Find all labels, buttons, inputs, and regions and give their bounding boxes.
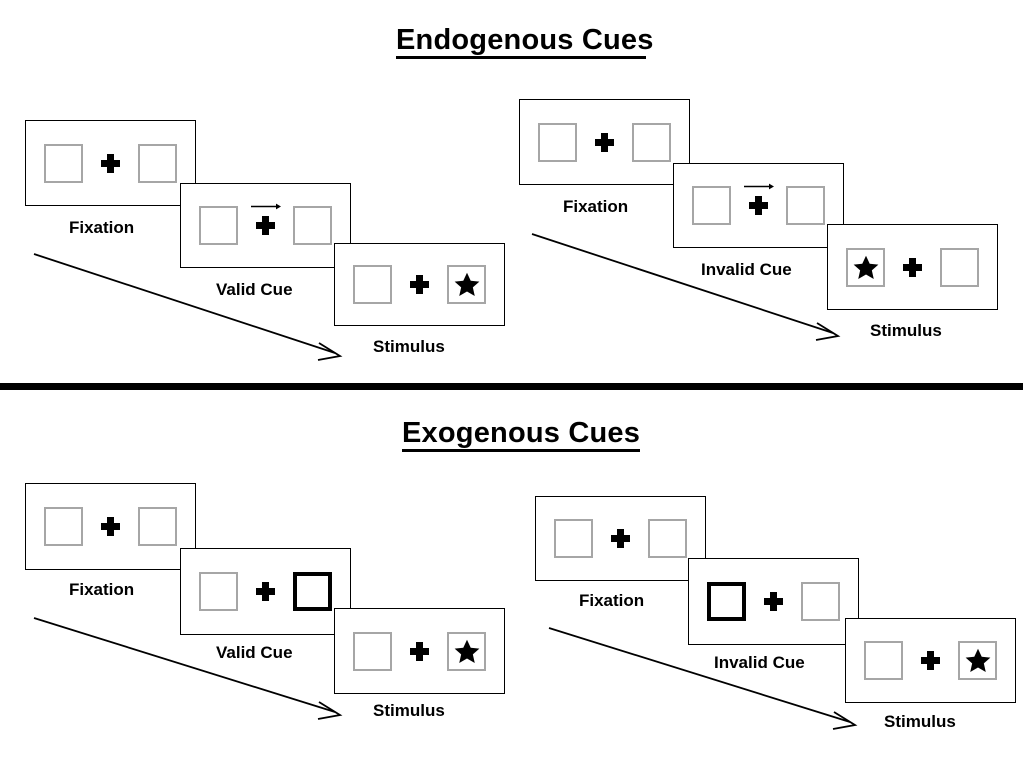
left-target-box-highlighted xyxy=(707,582,746,621)
frame-exogenous-valid-stimulus[interactable] xyxy=(334,608,505,694)
frame-endogenous-invalid-cue[interactable] xyxy=(673,163,844,248)
right-target-box xyxy=(293,206,332,245)
caption-exogenous-valid-stimulus: Stimulus xyxy=(373,701,445,720)
fixation-cross-icon xyxy=(256,582,275,601)
left-target-box xyxy=(353,631,392,671)
left-target-box xyxy=(554,519,593,558)
star-icon xyxy=(853,255,878,279)
left-target-box xyxy=(692,186,731,225)
right-target-box xyxy=(138,143,177,183)
caption-exogenous-invalid-stimulus: Stimulus xyxy=(884,712,956,731)
right-target-box xyxy=(958,641,997,680)
star-icon xyxy=(965,648,990,672)
right-target-box xyxy=(447,265,486,304)
left-target-box xyxy=(44,507,83,546)
frame-content xyxy=(353,631,486,671)
arrow-right-icon xyxy=(250,203,281,210)
frame-content xyxy=(707,582,840,621)
frame-content xyxy=(538,122,671,162)
right-target-box xyxy=(632,122,671,162)
caption-exogenous-invalid-fixation: Fixation xyxy=(579,591,645,610)
left-target-box xyxy=(353,265,392,304)
frame-content xyxy=(846,247,979,287)
frame-endogenous-invalid-stimulus[interactable] xyxy=(827,224,998,310)
left-target-box xyxy=(44,143,83,183)
fixation-cross-icon xyxy=(764,592,783,611)
frame-content xyxy=(692,183,825,225)
fixation-cross-icon xyxy=(743,183,774,215)
star-icon xyxy=(454,272,479,296)
right-target-box xyxy=(940,247,979,287)
caption-exogenous-valid-cue: Valid Cue xyxy=(216,643,293,662)
frame-exogenous-invalid-fixation[interactable] xyxy=(535,496,706,581)
left-target-box xyxy=(846,247,885,287)
fixation-cross-icon xyxy=(101,517,120,536)
right-target-box-highlighted xyxy=(293,572,332,611)
fixation-cross-icon xyxy=(410,275,429,294)
section-title-endogenous: Endogenous Cues xyxy=(396,25,653,60)
caption-endogenous-valid-stimulus: Stimulus xyxy=(373,337,445,356)
frame-content xyxy=(353,265,486,304)
frame-exogenous-valid-cue[interactable] xyxy=(180,548,351,635)
caption-exogenous-valid-fixation: Fixation xyxy=(69,580,135,599)
section-divider xyxy=(0,383,1023,390)
frame-exogenous-invalid-stimulus[interactable] xyxy=(845,618,1016,703)
caption-exogenous-invalid-cue: Invalid Cue xyxy=(714,653,805,672)
right-target-box xyxy=(786,186,825,225)
section-title-exogenous: Exogenous Cues xyxy=(402,418,640,453)
caption-endogenous-invalid-fixation: Fixation xyxy=(563,197,629,216)
arrow-right-icon xyxy=(743,183,774,190)
frame-content xyxy=(554,519,687,558)
frame-endogenous-valid-fixation[interactable] xyxy=(25,120,196,206)
fixation-cross-icon xyxy=(595,132,614,152)
fixation-cross-icon xyxy=(903,257,922,277)
caption-endogenous-valid-fixation: Fixation xyxy=(69,218,135,237)
frame-content xyxy=(44,507,177,546)
right-target-box xyxy=(447,631,486,671)
frame-exogenous-invalid-cue[interactable] xyxy=(688,558,859,645)
caption-endogenous-invalid-cue: Invalid Cue xyxy=(701,260,792,279)
star-icon xyxy=(454,639,479,663)
left-target-box xyxy=(199,206,238,245)
left-target-box xyxy=(864,641,903,680)
caption-endogenous-invalid-stimulus: Stimulus xyxy=(870,321,942,340)
caption-endogenous-valid-cue: Valid Cue xyxy=(216,280,293,299)
left-target-box xyxy=(199,572,238,611)
frame-endogenous-valid-stimulus[interactable] xyxy=(334,243,505,326)
frame-content xyxy=(44,143,177,183)
left-target-box xyxy=(538,122,577,162)
fixation-cross-icon xyxy=(921,651,940,670)
fixation-cross-icon xyxy=(101,153,120,173)
frame-content xyxy=(864,641,997,680)
frame-content xyxy=(199,203,332,245)
right-target-box xyxy=(138,507,177,546)
right-target-box xyxy=(801,582,840,621)
frame-endogenous-valid-cue[interactable] xyxy=(180,183,351,268)
frame-content xyxy=(199,572,332,611)
fixation-cross-icon xyxy=(611,529,630,548)
frame-endogenous-invalid-fixation[interactable] xyxy=(519,99,690,185)
right-target-box xyxy=(648,519,687,558)
fixation-cross-icon xyxy=(250,203,281,235)
frame-exogenous-valid-fixation[interactable] xyxy=(25,483,196,570)
fixation-cross-icon xyxy=(410,641,429,661)
